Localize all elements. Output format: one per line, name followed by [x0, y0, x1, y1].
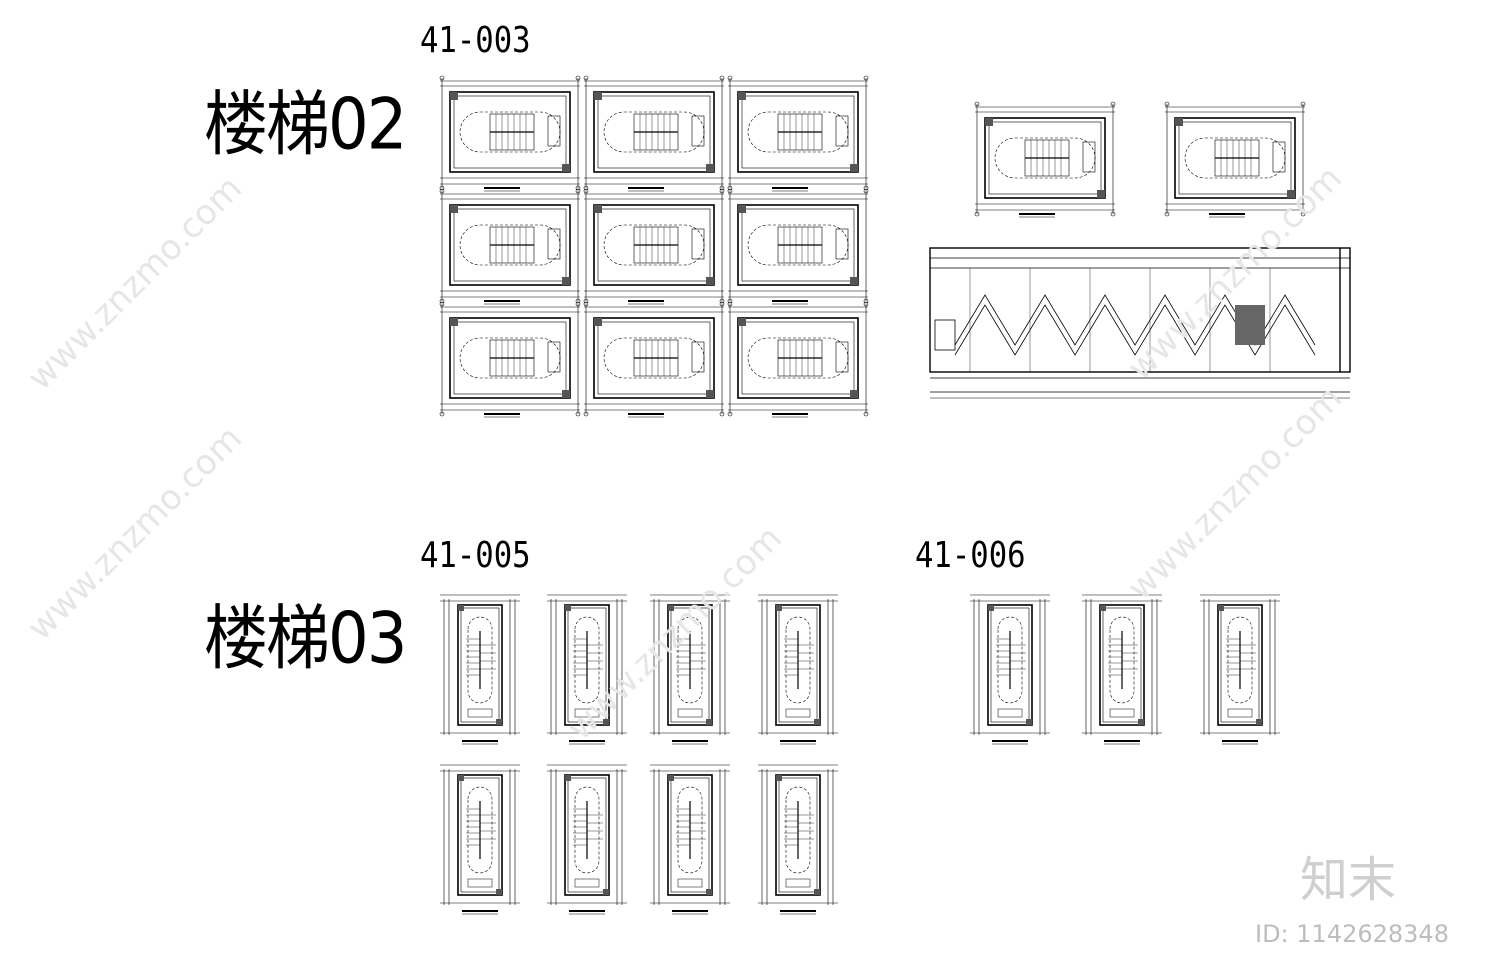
sheet-41-006-label: 41-006 — [915, 535, 1026, 576]
section-drawing — [929, 247, 1351, 399]
brand-logo: 知末 — [1300, 852, 1397, 908]
sheet-41-003-label: 41-003 — [420, 20, 531, 61]
sheet-41-005-plans — [439, 594, 839, 915]
sheet-41-006-plans — [969, 594, 1281, 745]
image-id-text: ID: 1142628348 — [1255, 920, 1449, 948]
stair-02-title: 楼梯02 — [204, 84, 407, 166]
sheet-41-005-label: 41-005 — [420, 535, 531, 576]
sheet-41-003-plans — [439, 75, 1306, 418]
stair-03-title: 楼梯03 — [204, 598, 407, 680]
